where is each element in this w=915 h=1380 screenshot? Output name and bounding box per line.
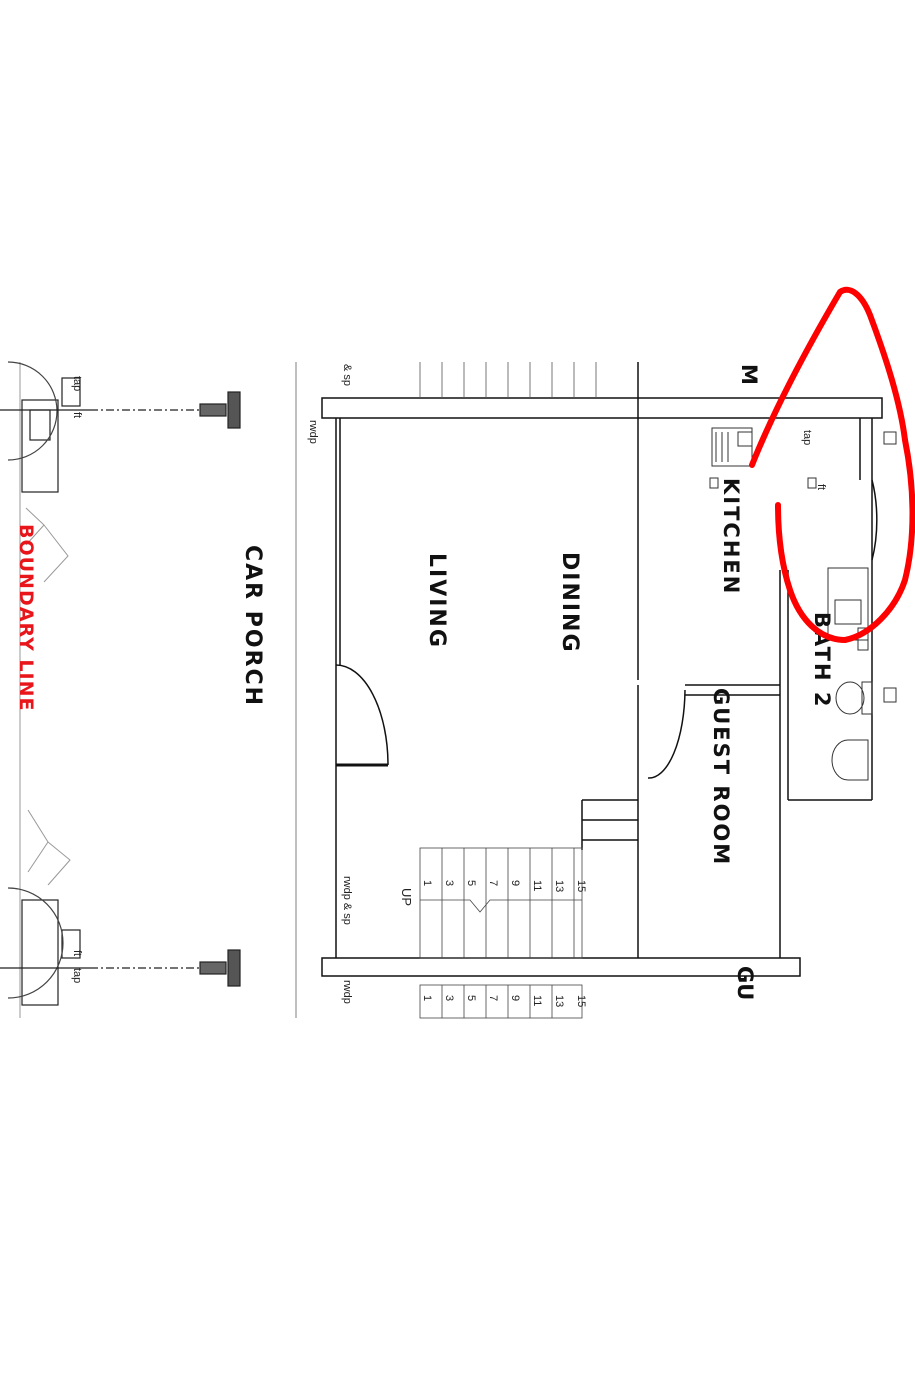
living-label: LIVING (424, 553, 449, 649)
boundary-line-label: BOUNDARY LINE (15, 524, 37, 711)
cut-room-label-gu: GU (733, 966, 757, 1000)
stair-number: 15 (575, 995, 587, 1007)
stair-number: 11 (531, 995, 543, 1006)
stair-number: 13 (553, 880, 565, 892)
tap-label: tap (801, 430, 813, 445)
stair-number: 15 (575, 880, 587, 892)
rwdp-sp-label: rwdp & sp (341, 876, 353, 925)
toilet (835, 681, 865, 715)
car-porch-label: CAR PORCH (240, 545, 265, 707)
plan-frame (0, 362, 915, 1018)
kitchen-label: KITCHEN (719, 478, 743, 595)
kitchen-sink (711, 427, 753, 467)
dining-label: DINING (557, 552, 582, 654)
stair-number: 11 (531, 880, 543, 891)
fixture-labels: tap ft tap ft tap ft & sp rwdp rwdp & sp… (71, 364, 827, 1004)
ft-label: ft (71, 950, 83, 956)
cut-room-label-m: M (737, 364, 761, 385)
stair-number: 1 (421, 880, 433, 886)
red-annotation-circle (749, 286, 915, 643)
stair-number: 5 (465, 880, 477, 886)
rwdp-label: rwdp (307, 420, 319, 444)
staircase (419, 847, 583, 1019)
stair-number: 3 (443, 880, 455, 886)
up-label: UP (399, 888, 414, 906)
ft-label: ft (71, 412, 83, 418)
stair-number: 1 (421, 995, 433, 1001)
room-labels: CAR PORCH LIVING DINING KITCHEN GUEST RO… (15, 364, 834, 1000)
rwdp-label: rwdp (341, 980, 353, 1004)
basin (831, 739, 869, 781)
stair-lines-top (419, 362, 597, 398)
tap-label: tap (71, 376, 83, 391)
guest-room-label: GUEST ROOM (709, 688, 733, 866)
tap-label: tap (71, 968, 83, 983)
boundary-markers (19, 362, 71, 1018)
sp-label: & sp (341, 364, 353, 386)
stair-number: 9 (509, 995, 521, 1001)
ft-label: ft (815, 484, 827, 490)
stair-number: 13 (553, 995, 565, 1007)
stair-number: 9 (509, 880, 521, 886)
stair-number: 7 (487, 880, 499, 886)
stair-numbers: 15 13 11 9 7 5 3 1 15 13 11 9 7 5 3 1 (421, 880, 587, 1007)
fixtures (709, 427, 897, 781)
gate-pillar-bottom (0, 887, 241, 1006)
stair-number: 3 (443, 995, 455, 1001)
gate-pillar-top (0, 361, 241, 493)
stair-number: 7 (487, 995, 499, 1001)
walls (295, 362, 883, 1018)
stair-number: 5 (465, 995, 477, 1001)
